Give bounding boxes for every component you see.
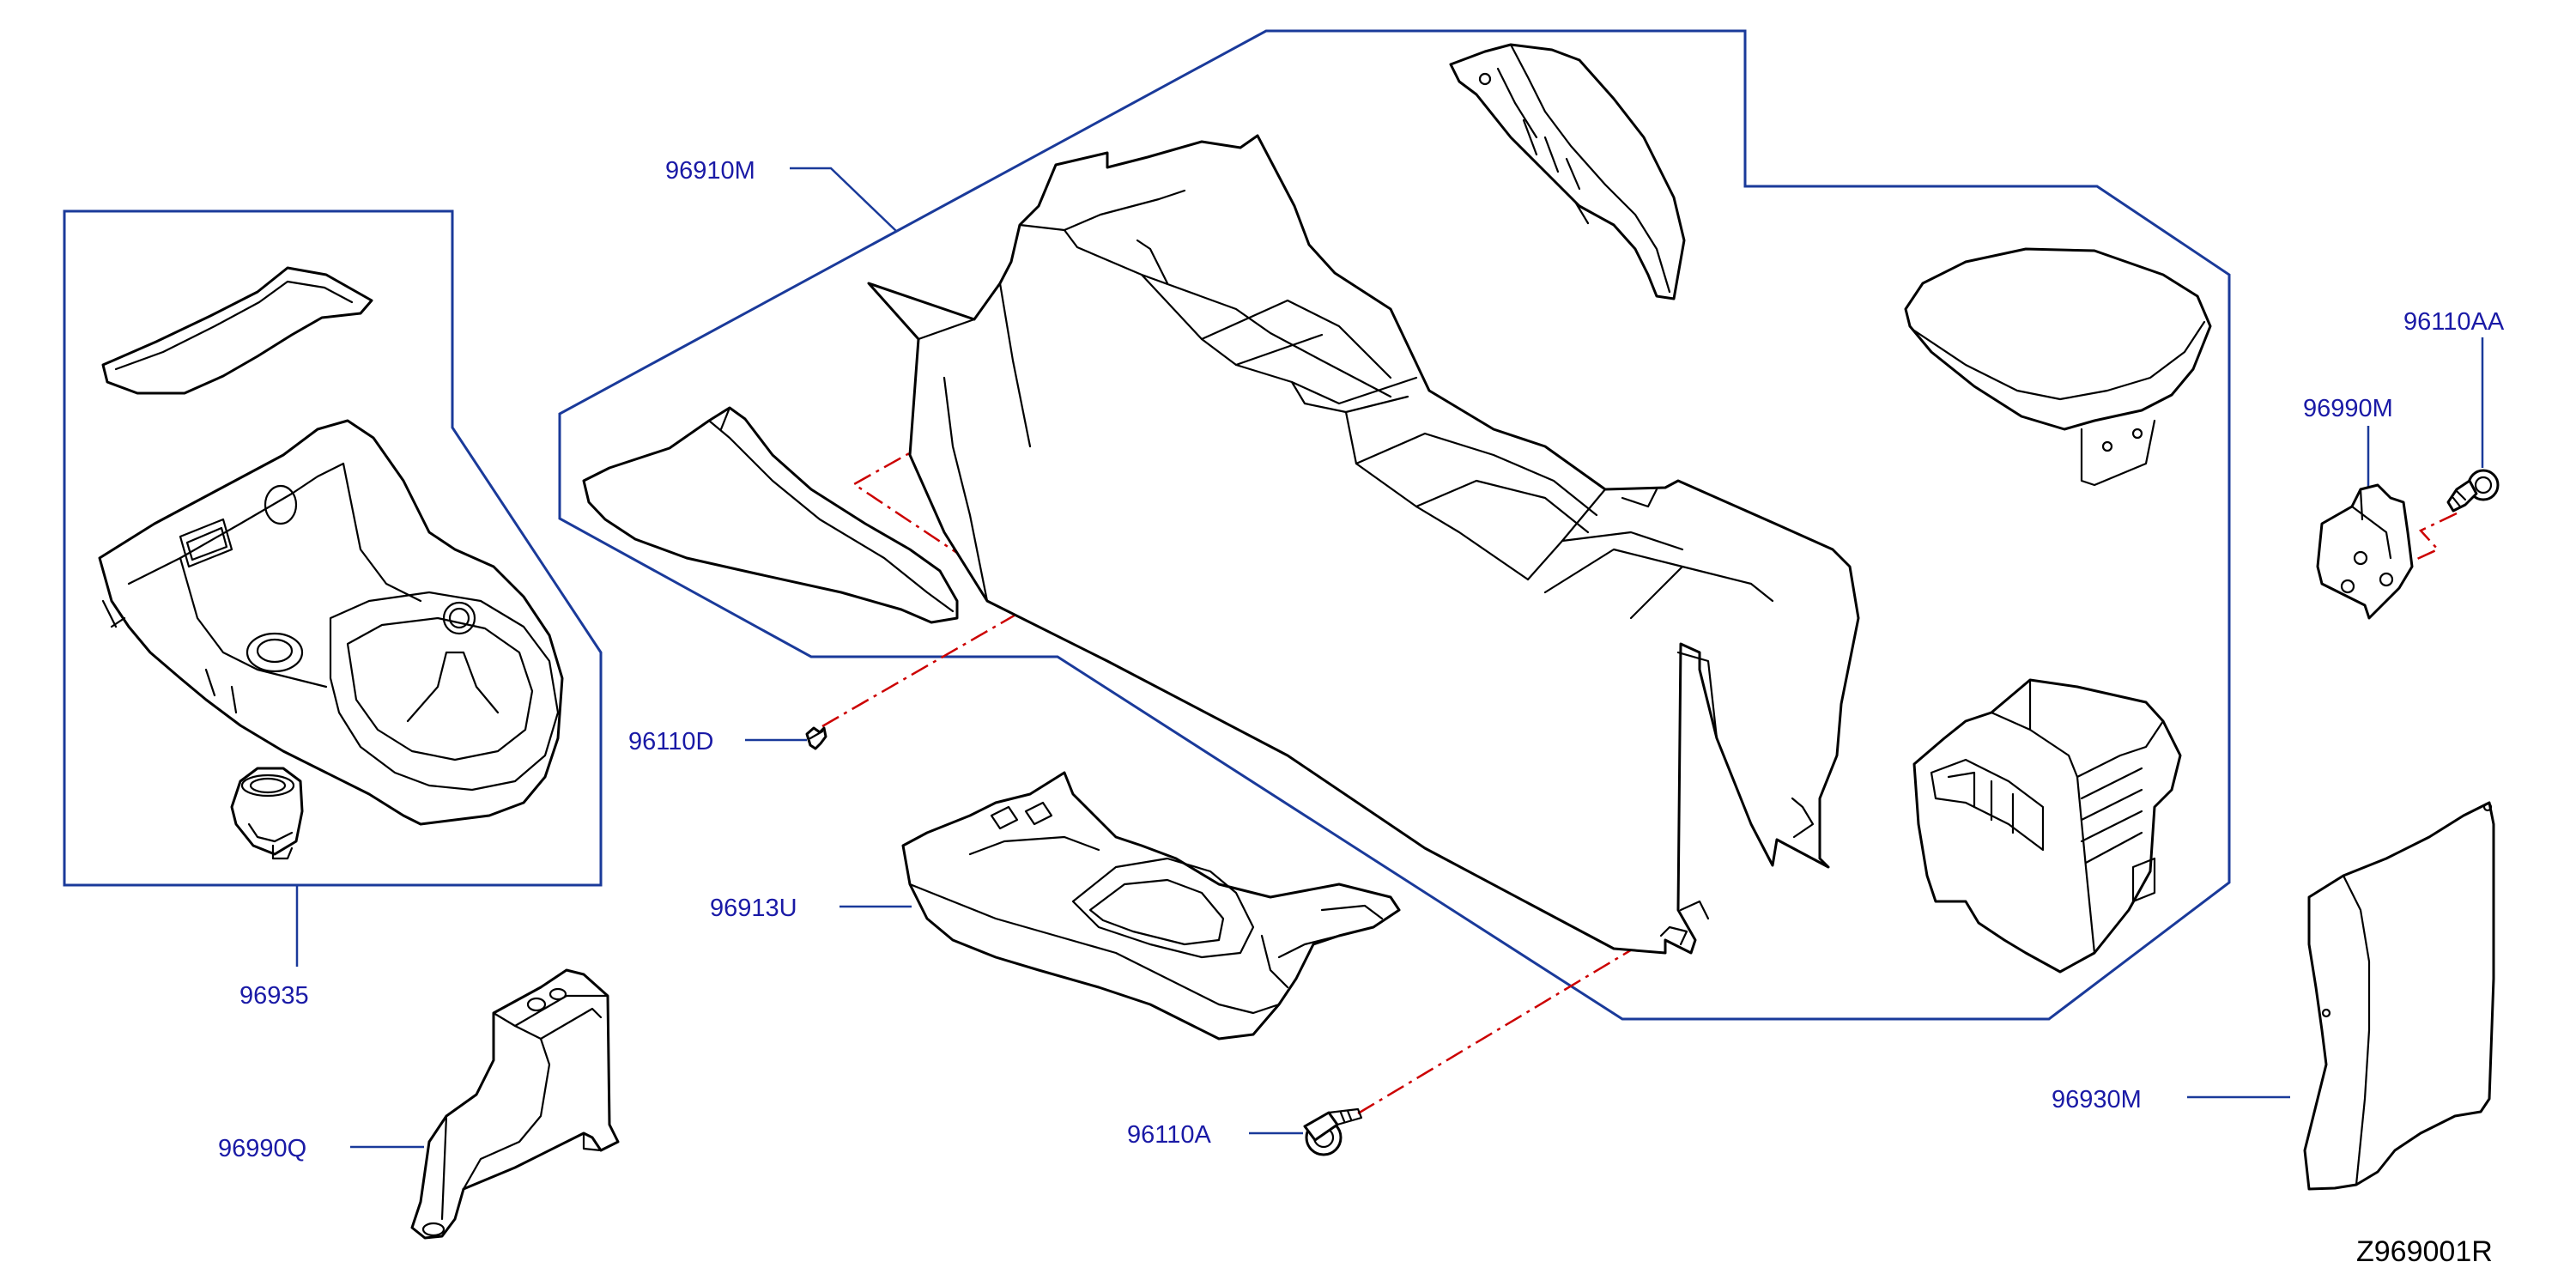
power-socket — [230, 767, 304, 860]
console-side-finisher-rear — [2303, 801, 2495, 1191]
console-finisher-front — [98, 419, 564, 826]
screw-96110A — [1303, 1107, 1363, 1156]
group-boundary-96935 — [63, 209, 603, 887]
callout-96910M: 96910M — [665, 157, 755, 185]
callout-96935: 96935 — [239, 982, 309, 1010]
console-storage-box — [1912, 678, 2182, 974]
console-bracket-front — [410, 968, 620, 1240]
console-side-finisher-left — [582, 406, 959, 624]
callout-96930M: 96930M — [2052, 1086, 2142, 1113]
group-boundary-main-console — [558, 29, 2231, 1021]
callout-96110AA: 96110AA — [2403, 308, 2505, 336]
console-finisher-tray — [101, 266, 373, 395]
callout-96110D: 96110D — [628, 728, 713, 755]
callout-96913U: 96913U — [710, 895, 797, 922]
cup-holder-finisher — [901, 771, 1401, 1040]
callout-96990Q: 96990Q — [218, 1135, 306, 1162]
diagram-code: Z969001R — [2356, 1235, 2493, 1268]
console-bracket-rear — [2316, 483, 2414, 620]
console-armrest-lid — [1904, 247, 2212, 487]
fastener-line-96110A — [1357, 934, 1656, 1115]
screw-96110AA — [2446, 469, 2500, 513]
leader-96910M — [790, 167, 898, 233]
callout-96110A: 96110A — [1127, 1121, 1211, 1149]
fastener-line-96110AA — [2386, 512, 2458, 574]
center-console-body — [867, 134, 1860, 955]
callout-96990M: 96990M — [2303, 395, 2393, 422]
clip-96110D — [805, 726, 827, 750]
console-side-finisher-upper — [1449, 43, 1686, 300]
